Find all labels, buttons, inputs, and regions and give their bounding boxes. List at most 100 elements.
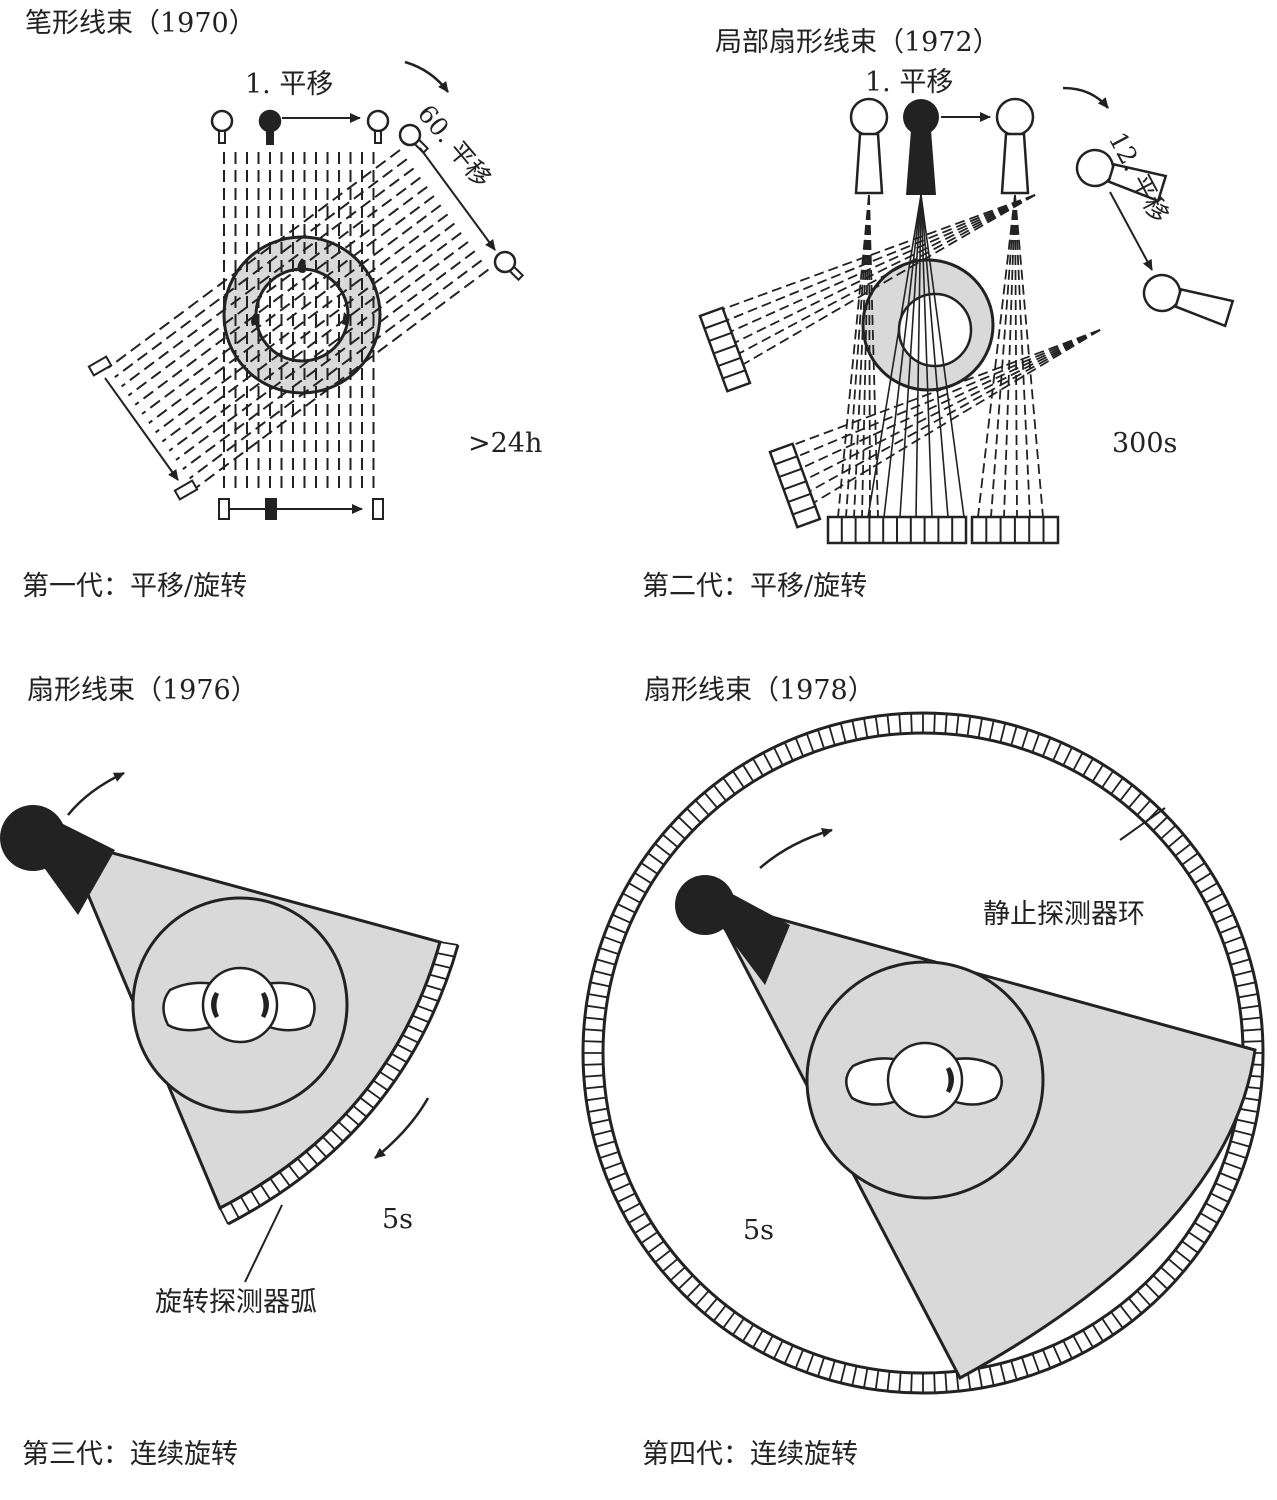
gen4-detector-element [603,1161,623,1171]
gen4-detector-element [622,1202,641,1214]
gen3-detector-element [240,1196,251,1213]
gen1-tube-rotated-1 [398,123,430,155]
gen1-detector-end [372,498,384,520]
gen4-patient-head [886,1041,964,1119]
gen2-detector-cell-divider [787,492,812,503]
gen2-step-arrow [1109,191,1153,271]
gen4-detector-element [874,1369,880,1390]
gen1-angled-beam-line [155,213,449,434]
gen1-angled-beam-line [127,176,421,397]
gen4-detector-element [1230,958,1251,966]
gen4-detector-element [1119,1304,1134,1322]
gen4-detector-element [783,742,794,762]
gen4-detector-element [1072,1335,1084,1354]
gen4-detector-element [762,1335,774,1354]
gen3-detector-element [352,1105,368,1118]
gen2-detector-cell-divider [713,344,737,355]
gen4-detector-element [661,833,679,848]
gen4-xray-tube [675,875,790,985]
gen4-detector-element [794,737,804,757]
gen2-detector-bank-bottom [826,515,1060,545]
gen4-detector-element [1052,1344,1063,1364]
gen1-angled-beam-line [195,268,489,489]
gen3-detector-element [421,994,439,1002]
gen4-detector-element [910,713,913,734]
gen3-ear-right-icon [261,992,269,1018]
gen4-detector-element [583,1040,604,1043]
gen3-detector-element [396,1043,414,1054]
gen4-detector-element [933,713,936,734]
gen1-angled-beam-line [182,250,476,471]
gen4-detector-element [817,1357,825,1377]
gen4-detector-element [1230,1140,1251,1148]
gen4-detector-element [1160,824,1177,840]
gen1-panel [87,60,525,520]
gen2-fan-beam-line [1014,194,1018,518]
gen2-detector-bank-rotated-1 [698,306,752,393]
gen4-detector-element [1181,1240,1199,1254]
gen4-detector-element [886,714,891,735]
gen4-detector-element [1227,947,1247,955]
gen3-detector-element [329,1128,344,1143]
gen4-detector-element [933,1372,936,1393]
gen4-detector-element [1160,1266,1177,1282]
gen4-detector-element [647,1240,665,1254]
gen4-detector-element [590,981,611,988]
gen3-detector-element [366,1088,382,1101]
gen2-fan-beam-line [796,329,1101,485]
gen4-ear-right-icon [946,1067,954,1093]
gen4-detector-element [607,1172,627,1182]
gen2-fan-beam-line [788,329,1101,461]
gen4-detector-element [1167,1258,1185,1273]
gen4-detector-element [628,882,647,894]
gen2-panel [698,86,1235,545]
gen4-detector-element [1214,913,1234,924]
gen2-rotate-arrow [1062,86,1109,109]
gen4-detector-element [828,725,836,746]
gen3-detector-element [425,984,444,992]
gen4-detector-element [839,1363,847,1384]
gen4-detector-element [1082,1329,1094,1348]
gen4-detector-element [703,1297,718,1315]
gen4-detector-element [1136,1290,1152,1307]
gen4-detector-element [654,1249,672,1264]
gen4-ring-leader-line [1119,807,1166,841]
gen4-detector-element [588,1107,609,1113]
gen4-detector-element [1042,737,1052,757]
gen4-detector-element [1199,882,1218,894]
gen3-detector-leader-line [244,1204,283,1283]
gen4-detector-element [732,770,745,789]
gen4-detector-element [1031,1353,1041,1373]
gen4-caption: 第四代：连续旋转 [642,1439,858,1470]
gen4-detector-element [1235,1118,1256,1125]
gen1-caption: 第一代：平移/旋转 [22,571,248,602]
gen4-detector-element [977,718,983,739]
gen4-detector-element [634,1221,653,1234]
gen4-detector-element [851,1365,858,1386]
gen3-detector-element [385,1062,402,1073]
gen4-detector-element [1187,1231,1206,1244]
gen4-detector-element [817,729,825,749]
gen4-detector-element [1233,969,1254,977]
gen3-detector-element [229,1201,240,1219]
gen3-detector-element [269,1177,282,1194]
gen3-detector-element [259,1184,272,1201]
gen4-detector-element [1242,1028,1263,1032]
gen4-detector-element [1210,1192,1229,1203]
gen4-time-label: 5s [743,1215,775,1246]
gen1-rotate-arrow [404,60,450,93]
gen4-detector-element [794,1349,804,1369]
gen1-angled-beam-line [175,241,469,461]
gen4-detector-element [640,1231,659,1244]
gen4-detector-element [773,747,784,766]
gen3-detector-arc [219,941,460,1226]
gen4-detector-element [783,1344,794,1364]
gen4-detector-element [586,1096,607,1102]
gen4-detector-element [1128,1297,1143,1315]
gen1-tube-rotated-60 [493,250,525,282]
gen2-fan-beam-line [714,194,1036,313]
gen2-tube-rotated-12 [1142,273,1235,328]
gen4-detector-element [669,824,686,840]
gen4-detector-element [732,1317,745,1336]
gen3-shoulder-left [162,981,216,1032]
